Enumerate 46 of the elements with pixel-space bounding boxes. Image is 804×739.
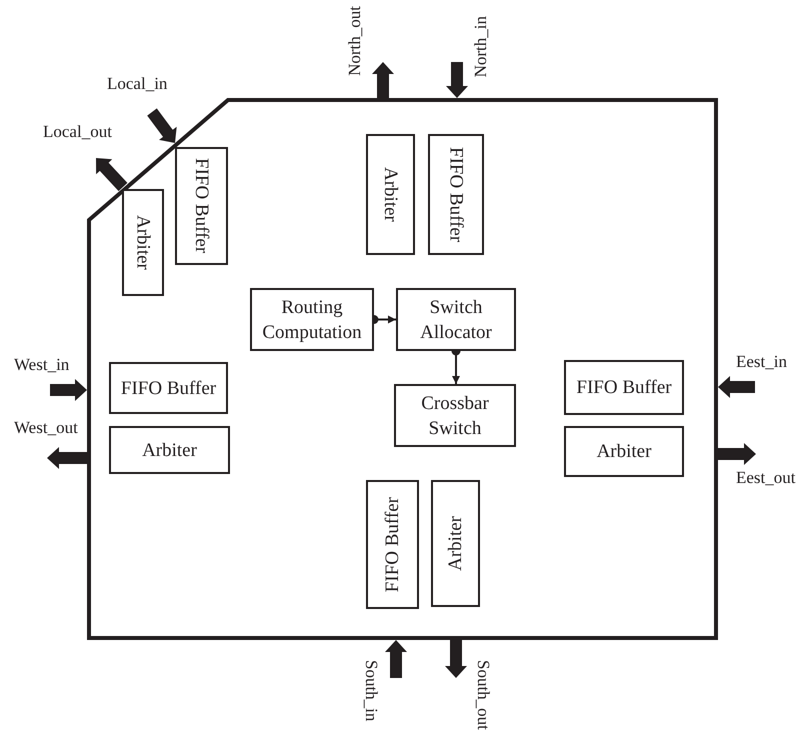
- module-label: Routing Computation: [261, 296, 363, 344]
- module-label: FIFO Buffer: [381, 496, 404, 592]
- module-box: [394, 384, 516, 447]
- module-label: FIFO Buffer: [576, 376, 672, 400]
- port-arrow: [372, 62, 394, 98]
- port-label: North_in: [472, 16, 490, 78]
- module-box: [250, 288, 374, 351]
- module-label: Switch Allocator: [419, 296, 493, 344]
- module-label: Arbiter: [142, 438, 197, 462]
- port-label: Local_in: [107, 75, 168, 93]
- module-box: [109, 362, 228, 414]
- port-label: West_out: [14, 419, 78, 437]
- port-arrow: [96, 158, 128, 192]
- port-arrow: [446, 62, 468, 98]
- port-label: West_in: [14, 356, 70, 374]
- port-label: Eest_out: [736, 469, 796, 487]
- module-box: [366, 134, 415, 255]
- port-label: South_in: [362, 660, 380, 722]
- module-box: [428, 134, 484, 255]
- port-arrow: [50, 379, 87, 401]
- module-box: [564, 426, 684, 477]
- port-arrow: [47, 447, 87, 469]
- module-label: Arbiter: [132, 215, 154, 270]
- port-label: South_out: [474, 660, 492, 730]
- module-box: [109, 426, 230, 474]
- module-box: [366, 480, 419, 609]
- module-box: [396, 288, 516, 351]
- port-arrow: [147, 108, 177, 143]
- module-label: Arbiter: [379, 167, 402, 222]
- port-label: North_out: [346, 6, 364, 76]
- port-arrow: [718, 443, 756, 465]
- module-box: [564, 360, 684, 415]
- module-label: FIFO Buffer: [190, 158, 213, 254]
- port-label: Eest_in: [736, 353, 787, 371]
- port-arrow: [718, 376, 755, 398]
- port-arrow: [385, 640, 407, 678]
- module-label: FIFO Buffer: [120, 376, 216, 400]
- module-label: Arbiter: [596, 440, 652, 464]
- module-label: FIFO Buffer: [444, 146, 468, 242]
- module-label: Arbiter: [444, 516, 467, 571]
- module-box: [122, 189, 164, 296]
- port-label: Local_out: [43, 123, 112, 141]
- module-box: [175, 147, 228, 265]
- port-arrow: [445, 640, 467, 678]
- module-label: Crossbar Switch: [420, 392, 490, 440]
- module-box: [431, 480, 480, 607]
